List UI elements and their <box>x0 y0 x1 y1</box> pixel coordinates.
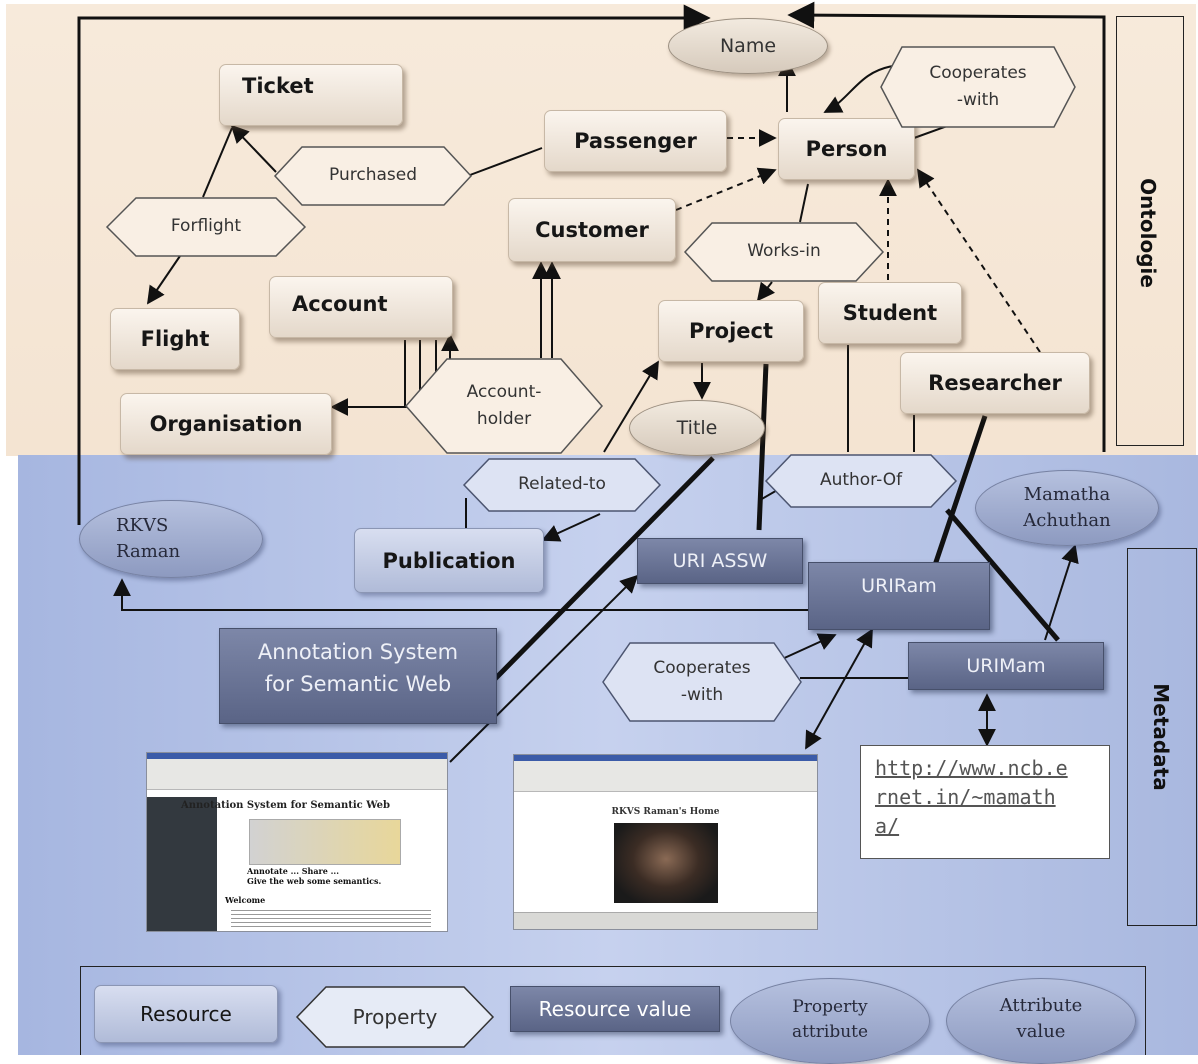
purchased-relation: Purchased <box>273 146 473 206</box>
screenshot-welcome: Welcome <box>225 895 266 905</box>
organisation-node: Organisation <box>120 393 332 455</box>
screenshot-photo <box>614 823 718 903</box>
title-attribute: Title <box>629 400 765 456</box>
screenshot-toolbar <box>147 759 447 790</box>
works-in-relation: Works-in <box>683 222 885 282</box>
person-node: Person <box>778 118 915 180</box>
ontology-label: Ontologie <box>1136 178 1160 288</box>
screenshot-banner-text: Annotate ... Share ... Give the web some… <box>247 866 382 886</box>
cooperates-with-relation: Cooperates-with <box>880 46 1076 128</box>
author-of-relation: Author-Of <box>764 454 958 508</box>
screenshot-heading: RKVS Raman's Home <box>611 807 720 817</box>
raman-home-screenshot: RKVS Raman's Home <box>513 754 818 930</box>
screenshot-banner-image <box>249 819 401 865</box>
annotation-system-screenshot: Annotation System for Semantic Web Annot… <box>146 752 448 932</box>
screenshot-titlebar <box>147 753 447 759</box>
student-node: Student <box>818 282 962 344</box>
publication-node: Publication <box>354 528 544 593</box>
screenshot-body-text <box>231 907 431 929</box>
legend-frame <box>80 966 1146 1055</box>
ontology-label-frame <box>1116 16 1184 446</box>
legend-resource-value: Resource value <box>510 986 720 1032</box>
uri-mam-node: URIMam <box>908 642 1104 690</box>
customer-node: Customer <box>508 198 676 262</box>
ticket-node: Ticket <box>219 64 403 126</box>
legend-property: Property <box>295 986 495 1048</box>
screenshot-heading: Annotation System for Semantic Web <box>181 800 391 811</box>
metadata-label: Metadata <box>1149 683 1173 791</box>
name-attribute: Name <box>668 18 828 74</box>
forflight-relation: Forflight <box>105 197 307 257</box>
account-node: Account <box>269 276 453 338</box>
uri-assw-node: URI ASSW <box>637 538 803 584</box>
screenshot-sidebar <box>147 797 217 931</box>
project-node: Project <box>658 300 804 362</box>
researcher-node: Researcher <box>900 352 1090 414</box>
homepage-url[interactable]: http://www.ncb.e rnet.in/~mamath a/ <box>860 745 1110 859</box>
uri-ram-node: URIRam <box>808 562 990 630</box>
screenshot-statusbar <box>514 912 817 929</box>
flight-node: Flight <box>110 308 240 370</box>
related-to-relation: Related-to <box>462 458 662 512</box>
screenshot-toolbar <box>514 761 817 792</box>
cooperates-with-instance-relation: Cooperates-with <box>602 642 802 722</box>
metadata-label-frame <box>1127 548 1197 926</box>
passenger-node: Passenger <box>544 110 727 172</box>
account-holder-relation: Account-holder <box>405 358 603 454</box>
legend-resource: Resource <box>94 985 278 1043</box>
screenshot-titlebar <box>514 755 817 761</box>
